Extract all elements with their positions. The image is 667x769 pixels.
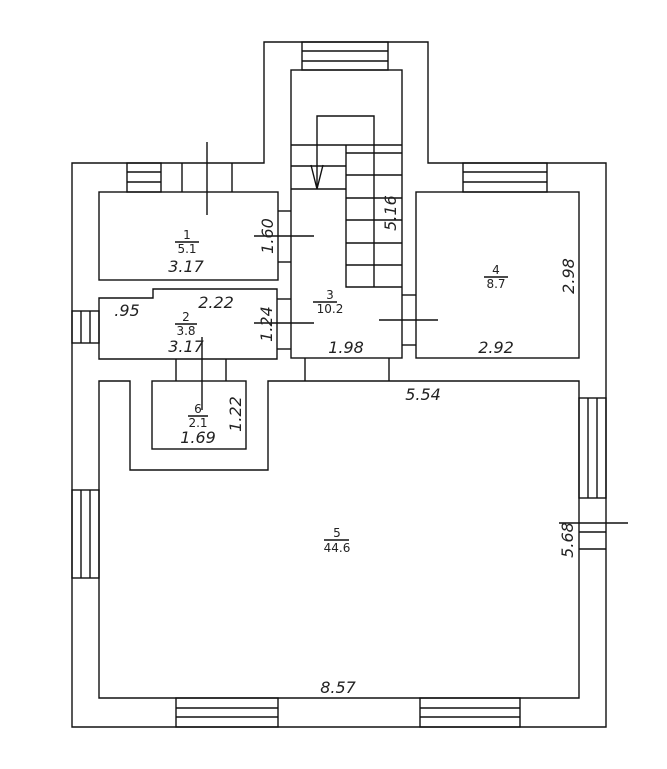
room-2-width: 3.17 bbox=[168, 337, 204, 356]
room-2-niche-width: .95 bbox=[114, 301, 139, 320]
room-3-width: 1.98 bbox=[328, 338, 364, 357]
room-3-depth: 5.16 bbox=[381, 195, 400, 231]
room-2-area: 3.8 bbox=[176, 324, 195, 338]
room-3-area: 10.2 bbox=[317, 302, 344, 316]
room-6-width: 1.69 bbox=[180, 428, 216, 447]
doors bbox=[175, 210, 416, 381]
room-2-top-width: 2.22 bbox=[198, 293, 234, 312]
room-6-area: 2.1 bbox=[188, 416, 207, 430]
room-1-area: 5.1 bbox=[177, 242, 196, 256]
room-3-number: 3 bbox=[326, 288, 334, 302]
room-6-number: 6 bbox=[194, 402, 202, 416]
room-5-width: 8.57 bbox=[320, 678, 356, 697]
room-1-depth: 1.60 bbox=[258, 218, 277, 254]
room-1-width: 3.17 bbox=[168, 257, 204, 276]
room-6-depth: 1.22 bbox=[226, 396, 245, 432]
room-6-outline bbox=[151, 380, 247, 450]
room-5-top-width: 5.54 bbox=[405, 385, 441, 404]
room-2-number: 2 bbox=[182, 310, 190, 324]
room-1-number: 1 bbox=[183, 228, 191, 242]
windows bbox=[71, 41, 607, 728]
room-4-area: 8.7 bbox=[486, 277, 505, 291]
room-4-number: 4 bbox=[492, 263, 500, 277]
room-4-width: 2.92 bbox=[478, 338, 514, 357]
room-2-outline bbox=[98, 288, 278, 360]
room-2-depth: 1.24 bbox=[257, 306, 276, 342]
room-5-number: 5 bbox=[333, 526, 341, 540]
room-5-depth: 5.68 bbox=[558, 522, 577, 558]
staircase bbox=[291, 115, 402, 288]
room-5-area: 44.6 bbox=[324, 541, 351, 555]
section-marks bbox=[175, 142, 628, 541]
room-4-depth: 2.98 bbox=[559, 258, 578, 294]
